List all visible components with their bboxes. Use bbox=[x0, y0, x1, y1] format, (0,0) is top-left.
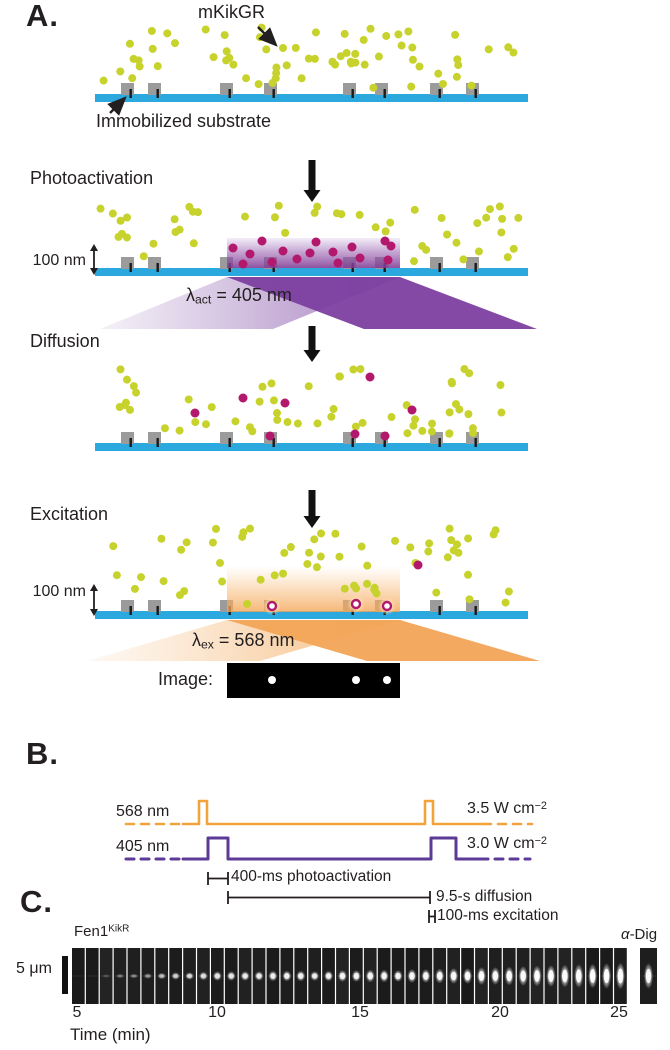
excitation-step-label: Excitation bbox=[30, 504, 109, 524]
annotation-photoactivation: 400-ms photoactivation bbox=[231, 868, 392, 885]
trace-568-label: 568 nm bbox=[116, 803, 170, 820]
power-405-base: 3.0 W cm bbox=[467, 835, 535, 852]
time-tick-20: 20 bbox=[491, 1004, 509, 1021]
lambda-act-sub: act bbox=[195, 292, 212, 307]
scalebar-label: 5 μm bbox=[16, 960, 52, 977]
diffusion-step-label: Diffusion bbox=[30, 331, 100, 351]
power-568-base: 3.5 W cm bbox=[467, 800, 535, 817]
time-tick-15: 15 bbox=[351, 1004, 369, 1021]
antibody-rest: -Dig bbox=[629, 926, 658, 943]
panel-a-label: A. bbox=[26, 0, 59, 33]
kymograph-montage bbox=[62, 948, 657, 1004]
photoactivation-step-label: Photoactivation bbox=[30, 168, 154, 188]
lambda-symbol: λ bbox=[192, 630, 201, 650]
lambda-ex-sub: ex bbox=[201, 637, 214, 652]
trace-405-label: 405 nm bbox=[116, 838, 170, 855]
antibody-alpha: α bbox=[621, 926, 630, 943]
antibody-label: α-Dig bbox=[621, 927, 657, 943]
lambda-ex-label: λex = 568 nm bbox=[192, 631, 294, 651]
scale-100nm-label-2: 100 nm bbox=[32, 583, 86, 600]
annotation-excitation: 100-ms excitation bbox=[437, 907, 559, 924]
time-tick-5: 5 bbox=[72, 1004, 82, 1021]
scale-100nm-label-1: 100 nm bbox=[32, 252, 86, 269]
time-tick-10: 10 bbox=[208, 1004, 226, 1021]
pulse-traces bbox=[124, 799, 534, 923]
power-568-sup: −2 bbox=[534, 800, 547, 813]
lambda-ex-value: = 568 nm bbox=[213, 630, 295, 650]
immobilized-substrate-label: Immobilized substrate bbox=[96, 111, 272, 131]
scale-bar bbox=[62, 956, 68, 994]
time-tick-25: 25 bbox=[610, 1004, 628, 1021]
montage-frame bbox=[72, 948, 85, 1004]
scene-photoactivation bbox=[90, 201, 537, 329]
protein-sup: KikR bbox=[108, 923, 130, 935]
time-axis-label: Time (min) bbox=[70, 1025, 151, 1044]
scene-diffusion bbox=[95, 365, 528, 451]
protein-label: Fen1KikR bbox=[74, 924, 129, 940]
annotation-diffusion: 9.5-s diffusion bbox=[436, 888, 533, 905]
power-405-sup: −2 bbox=[534, 835, 547, 848]
image-label: Image: bbox=[158, 669, 214, 689]
scene-unactivated bbox=[95, 23, 528, 116]
lambda-act-value: = 405 nm bbox=[211, 285, 292, 305]
scene-excitation bbox=[87, 524, 540, 698]
panel-b-label: B. bbox=[26, 736, 59, 771]
step-arrows bbox=[303, 160, 321, 528]
mkikgr-label: mKikGR bbox=[198, 2, 265, 22]
substrate-arrow bbox=[107, 96, 127, 116]
power-405-label: 3.0 W cm−2 bbox=[467, 835, 547, 853]
lambda-symbol: λ bbox=[186, 285, 195, 305]
camera-image-bar bbox=[227, 663, 400, 698]
montage-frame bbox=[85, 948, 99, 1004]
protein-base: Fen1 bbox=[74, 923, 109, 940]
mkikgr-arrow bbox=[257, 26, 278, 47]
power-568-label: 3.5 W cm−2 bbox=[467, 800, 547, 818]
lambda-act-label: λact = 405 nm bbox=[186, 286, 292, 306]
panel-c-label: C. bbox=[20, 884, 53, 919]
